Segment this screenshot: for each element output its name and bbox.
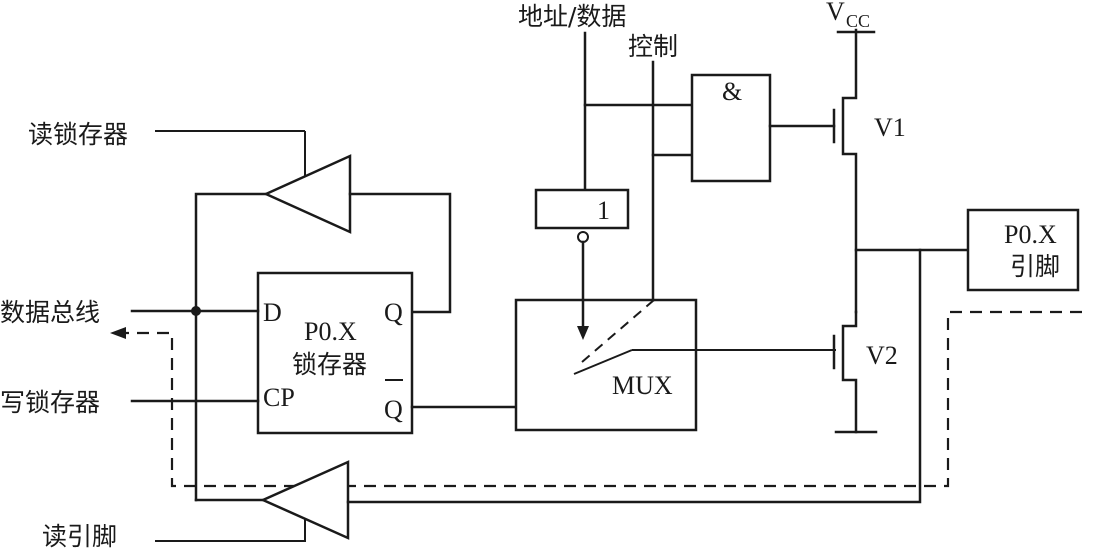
and-gate-symbol: &: [722, 77, 742, 106]
data-bus-label: 数据总线: [0, 298, 100, 327]
read-pin-input-wire: [346, 248, 922, 504]
read-latch-output-wire: [194, 192, 268, 502]
inverter-bubble: [577, 231, 589, 243]
vcc-subscript: CC: [846, 11, 870, 31]
inverter-box: [534, 188, 630, 230]
read-latch-label: 读锁存器: [28, 120, 128, 149]
vcc-label: V: [826, 0, 845, 26]
latch-qbar-label: Q: [384, 395, 403, 424]
mux-switch-blade: [573, 349, 633, 375]
v1-label: V1: [874, 113, 906, 142]
read-pin-label: 读引脚: [42, 522, 117, 551]
mux-label: MUX: [612, 371, 673, 400]
mux-upper-arrowhead: [577, 326, 589, 340]
latch-cp-label: CP: [263, 383, 295, 412]
latch-title-line1: P0.X: [304, 317, 357, 346]
read-latch-buffer: [262, 154, 352, 234]
v1-channel: [841, 28, 858, 314]
inverter-symbol: 1: [597, 196, 610, 225]
q-feedback-wire: [348, 192, 452, 314]
latch-d-label: D: [263, 298, 282, 327]
pin-box-line2: 引脚: [1010, 252, 1060, 281]
dashed-arrowhead: [110, 327, 126, 339]
v2-label: V2: [866, 341, 898, 370]
addr-data-label: 地址/数据: [518, 2, 626, 31]
read-pin-enable-wire: [155, 518, 306, 542]
write-latch-label: 写锁存器: [0, 388, 100, 417]
and-gate-box: [690, 73, 772, 183]
mux-box: [514, 298, 698, 432]
pin-box-line1: P0.X: [1004, 220, 1057, 249]
data-bus-junction: [191, 306, 201, 316]
v2-channel: [841, 310, 858, 434]
p0x-latch-box: [256, 271, 414, 435]
p0x-pin-box: [966, 208, 1080, 292]
read-modify-dashed-path: [118, 310, 1082, 488]
latch-title-line2: 锁存器: [292, 350, 367, 379]
latch-q-label: Q: [384, 298, 403, 327]
control-label: 控制: [628, 32, 678, 61]
